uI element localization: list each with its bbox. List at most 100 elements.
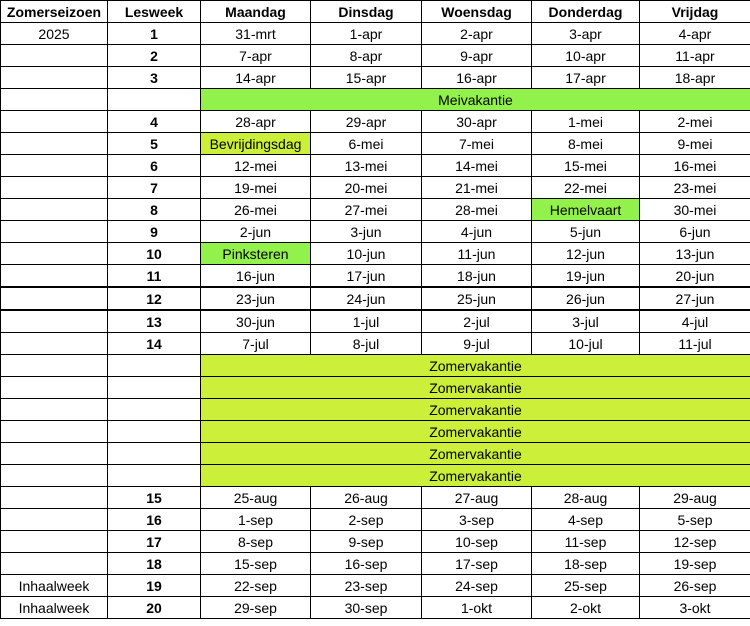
date-cell: 12-sep [639,530,750,553]
holiday-banner: Meivakantie [200,88,750,111]
date-cell: 3-jul [531,309,640,333]
date-cell: 14-apr [200,66,311,89]
date-cell: 2-jul [421,309,532,333]
date-cell: 24-sep [421,574,532,597]
date-cell: 11-apr [639,44,750,67]
date-cell: 3-sep [421,508,532,531]
season-cell [0,198,108,221]
season-cell [0,88,108,111]
holiday-banner: Zomervakantie [200,354,750,377]
holiday-row: Zomervakantie [0,398,750,421]
holiday-row: Zomervakantie [0,442,750,465]
week-number: 7 [107,176,201,199]
date-cell: 19-sep [639,552,750,575]
date-cell: 9-mei [639,132,750,155]
date-cell: 29-sep [200,596,311,619]
holiday-row: Zomervakantie [0,354,750,377]
date-cell: 15-sep [200,552,311,575]
date-cell: 15-mei [531,154,640,177]
date-cell: 19-jun [531,264,640,288]
date-cell: 2-sep [310,508,422,531]
holiday-row: Zomervakantie [0,376,750,399]
date-cell: 5-sep [639,508,750,531]
holiday-date-cell: Bevrijdingsdag [200,132,311,155]
season-cell [0,332,108,355]
date-cell: 28-mei [421,198,532,221]
date-cell: 11-jul [639,332,750,355]
week-number: 18 [107,552,201,575]
date-cell: 20-mei [310,176,422,199]
season-cell [0,132,108,155]
season-cell [0,264,108,288]
season-cell [0,508,108,531]
week-number: 17 [107,530,201,553]
week-number: 5 [107,132,201,155]
date-cell: 2-mei [639,110,750,133]
date-cell: 24-jun [310,286,422,311]
date-cell: 10-sep [421,530,532,553]
date-cell: 22-sep [200,574,311,597]
date-cell: 16-sep [310,552,422,575]
season-cell [0,376,108,399]
week-number: 15 [107,486,201,509]
date-cell: 19-mei [200,176,311,199]
date-cell: 23-sep [310,574,422,597]
season-cell [0,486,108,509]
date-cell: 18-jun [421,264,532,288]
date-cell: 23-mei [639,176,750,199]
date-cell: 17-apr [531,66,640,89]
season-cell [0,309,108,333]
date-cell: 13-mei [310,154,422,177]
date-cell: 11-jun [421,242,532,265]
season-cell [0,420,108,443]
season-cell [0,442,108,465]
date-cell: 10-jun [310,242,422,265]
date-cell: 25-sep [531,574,640,597]
week-number: 13 [107,309,201,333]
season-cell [0,176,108,199]
date-cell: 27-mei [310,198,422,221]
date-cell: 9-apr [421,44,532,67]
week-number: 8 [107,198,201,221]
date-cell: 10-jul [531,332,640,355]
day-header-monday: Maandag [200,0,311,23]
season-cell [0,530,108,553]
date-cell: 17-jun [310,264,422,288]
season-cell [0,552,108,575]
holiday-banner: Zomervakantie [200,376,750,399]
holiday-banner: Zomervakantie [200,420,750,443]
date-cell: 3-okt [639,596,750,619]
date-cell: 28-aug [531,486,640,509]
holiday-banner: Zomervakantie [200,464,750,487]
date-cell: 8-jul [310,332,422,355]
season-cell [0,44,108,67]
date-cell: 1-apr [310,22,422,45]
week-number: 16 [107,508,201,531]
week-number [107,420,201,443]
date-cell: 10-apr [531,44,640,67]
week-number: 20 [107,596,201,619]
date-cell: 30-jun [200,309,311,333]
week-number [107,398,201,421]
day-header-wednesday: Woensdag [421,0,532,23]
season-cell [0,242,108,265]
week-number: 2 [107,44,201,67]
date-cell: 11-sep [531,530,640,553]
day-header-friday: Vrijdag [639,0,750,23]
week-number: 1 [107,22,201,45]
date-cell: 7-jul [200,332,311,355]
date-cell: 9-sep [310,530,422,553]
week-number [107,376,201,399]
